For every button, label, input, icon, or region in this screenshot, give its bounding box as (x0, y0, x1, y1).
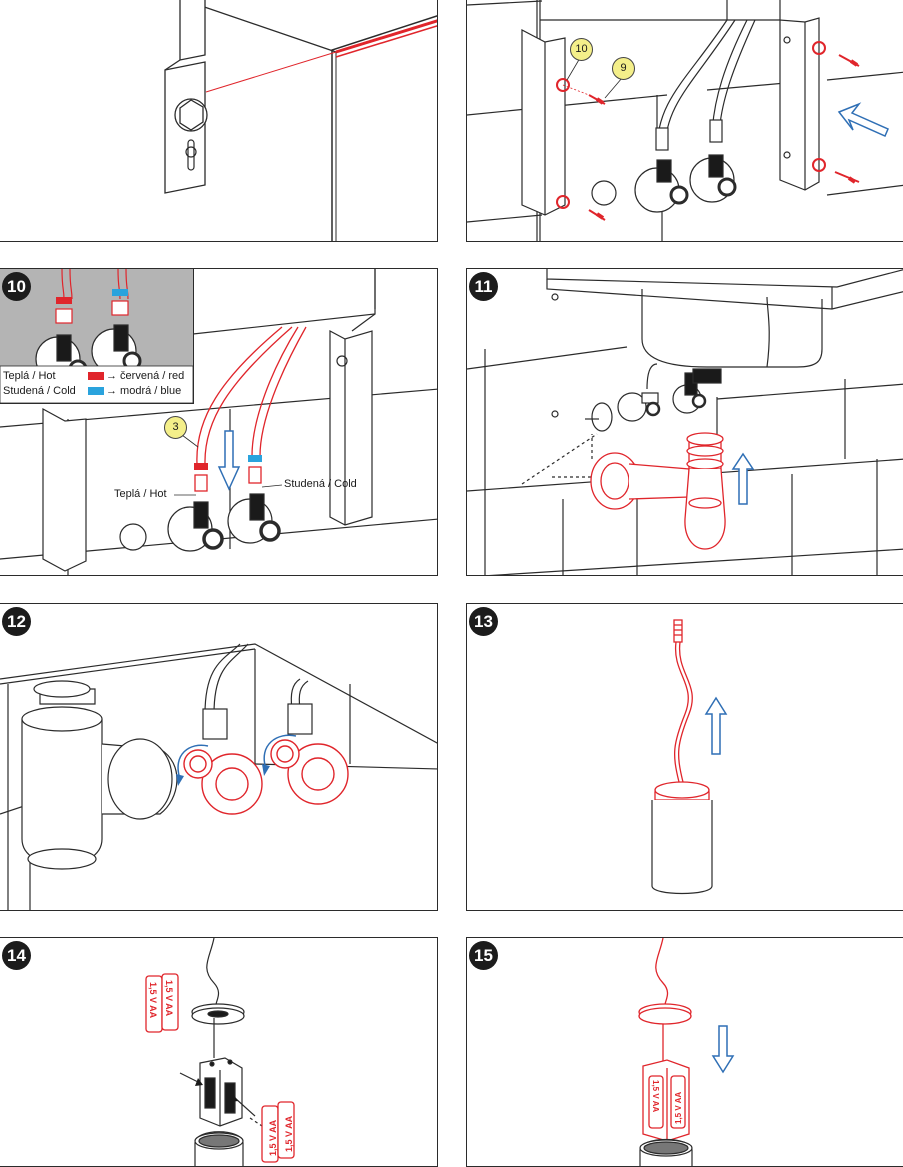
legend-blue-entry: → modrá / blue (88, 385, 181, 397)
panel-step-14: 1,5 V AA 1,5 V AA 1,5 V AA 1,5 V AA 14 (0, 937, 438, 1167)
callout-part-9: 9 (612, 57, 635, 80)
red-swatch (88, 372, 104, 381)
cold-label: Studená / Cold (284, 478, 357, 490)
step-number-12: 12 (2, 607, 31, 636)
panel-11-illustration (467, 269, 903, 575)
legend-blue-text: → modrá / blue (106, 385, 182, 397)
color-legend-inset: Teplá / Hot Studená / Cold → červená / r… (0, 269, 194, 404)
panel-a-illustration (164, 0, 437, 241)
battery-label-1: 1,5 V AA (148, 982, 158, 1019)
panel-10-illustration (0, 269, 437, 575)
legend-red-entry: → červená / red (88, 370, 184, 382)
panel-13-illustration (651, 619, 728, 895)
step-number-15: 15 (469, 941, 498, 970)
panel-step-9 (0, 0, 438, 242)
panel-b-illustration (467, 0, 903, 241)
legend-illustration (0, 269, 193, 403)
panel-14-illustration: 1,5 V AA 1,5 V AA 1,5 V AA 1,5 V AA (145, 938, 295, 1166)
step-number-14: 14 (2, 941, 31, 970)
blue-swatch (88, 387, 104, 396)
step-number-10: 10 (2, 272, 31, 301)
battery-label-6: 1,5 V AA (674, 1092, 683, 1124)
battery-label-3: 1,5 V AA (268, 1119, 278, 1156)
battery-label-4: 1,5 V AA (284, 1115, 294, 1152)
callout-part-10: 10 (570, 38, 593, 61)
panel-step-13: 13 (466, 603, 903, 911)
legend-red-text: → červená / red (106, 370, 185, 382)
panel-15-illustration: 1,5 V AA 1,5 V AA (638, 938, 735, 1166)
step-number-13: 13 (469, 607, 498, 636)
hot-label: Teplá / Hot (114, 488, 167, 500)
battery-label-5: 1,5 V AA (651, 1080, 660, 1112)
legend-hot-label: Teplá / Hot (3, 370, 56, 382)
legend-cold-label: Studená / Cold (3, 385, 76, 397)
panel-step-10-mount: 10 9 (466, 0, 903, 242)
panel-step-10: Teplá / Hot Studená / Cold → červená / r… (0, 268, 438, 576)
panel-step-11: 11 (466, 268, 903, 576)
panel-step-12: 12 (0, 603, 438, 911)
panel-12-illustration (0, 643, 437, 910)
panel-step-15: 1,5 V AA 1,5 V AA 15 (466, 937, 903, 1167)
callout-part-3: 3 (164, 416, 187, 439)
step-number-11: 11 (469, 272, 498, 301)
battery-label-2: 1,5 V AA (164, 980, 174, 1017)
